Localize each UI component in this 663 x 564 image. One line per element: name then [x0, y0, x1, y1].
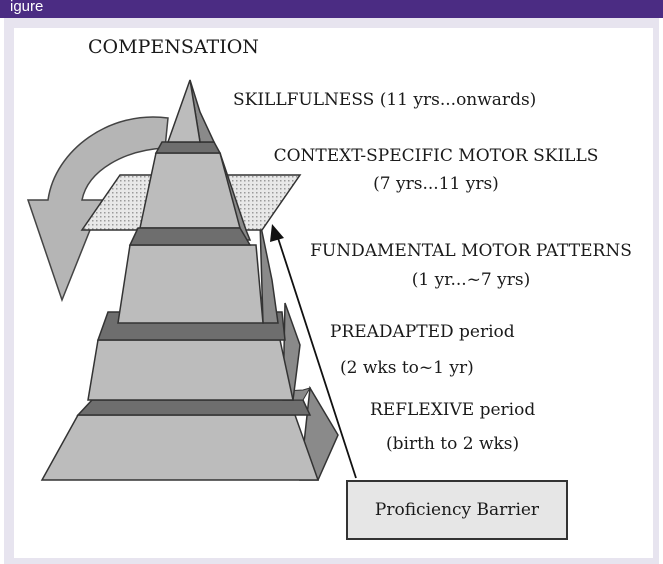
level-reflexive-range: (birth to 2 wks)	[386, 434, 520, 454]
header-text: igure	[10, 0, 44, 15]
figure-header-bar: igure	[0, 0, 663, 18]
proficiency-barrier-box: Proficiency Barrier	[346, 480, 568, 540]
level-preadapted-range: (2 wks to~1 yr)	[340, 358, 474, 378]
tier-skillfulness	[154, 79, 222, 154]
level-skillfulness-title: SKILLFULNESS (11 yrs...onwards)	[233, 90, 537, 110]
proficiency-arrow	[270, 224, 357, 479]
level-fundamental-range: (1 yr...~7 yrs)	[411, 270, 531, 290]
tier-reflexive	[40, 385, 339, 481]
level-context-title: CONTEXT-SPECIFIC MOTOR SKILLS	[273, 146, 599, 166]
level-reflexive-title: REFLEXIVE period	[370, 400, 536, 420]
level-preadapted-title: PREADAPTED period	[330, 322, 515, 342]
tier-context-specific	[128, 152, 252, 246]
level-fundamental-title: FUNDAMENTAL MOTOR PATTERNS	[310, 241, 632, 261]
proficiency-barrier-label: Proficiency Barrier	[374, 500, 540, 520]
level-context-range: (7 yrs...11 yrs)	[373, 174, 499, 194]
tier-fundamental	[117, 221, 279, 324]
compensation-label: COMPENSATION	[88, 36, 259, 58]
